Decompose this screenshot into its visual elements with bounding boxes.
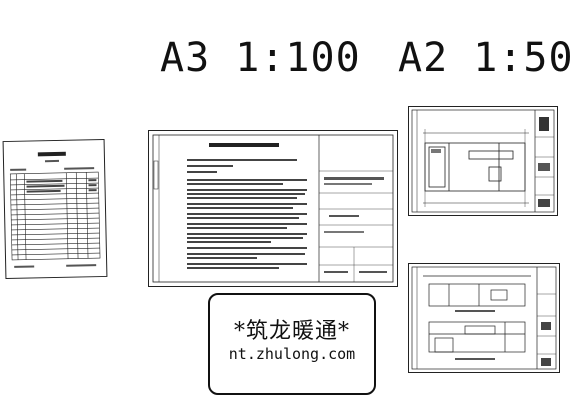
floor-plan-graphic xyxy=(411,109,555,213)
watermark-name: *筑龙暖通* xyxy=(233,319,350,344)
watermark-url: nt.zhulong.com xyxy=(228,345,356,363)
design-notes-sheet xyxy=(148,130,398,287)
section-view-sheet xyxy=(408,263,560,373)
floor-plan-sheet xyxy=(408,106,558,216)
zhulong-watermark: *筑龙暖通* nt.zhulong.com xyxy=(208,293,376,395)
drawing-index-sheet xyxy=(2,138,108,280)
scale-label-a3: A3 1:100 xyxy=(160,35,361,81)
drawing-index-graphic xyxy=(9,151,101,268)
scale-label-a2: A2 1:50 xyxy=(398,35,574,81)
design-notes-graphic xyxy=(152,134,394,283)
section-view-graphic xyxy=(411,266,557,370)
